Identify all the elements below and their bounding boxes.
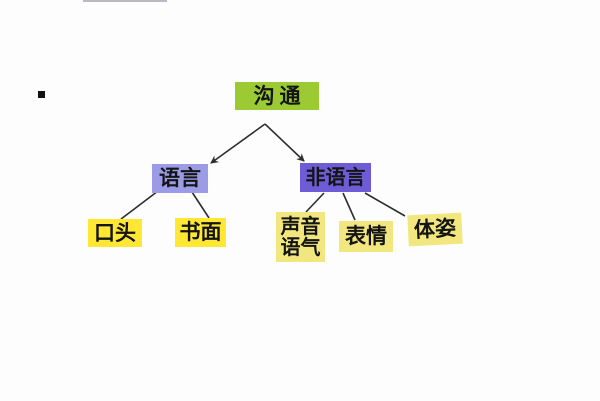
- node-biaoqing: 表情: [339, 221, 393, 252]
- edge-feiyuyan-to-tizi: [364, 192, 406, 217]
- node-koutou: 口头: [88, 219, 142, 247]
- node-feiyuyan: 非语言: [300, 163, 371, 192]
- edge-root-to-feiyuyan: [264, 123, 305, 162]
- node-yuyan-label: 语言: [159, 166, 201, 191]
- node-tizi: 体姿: [407, 212, 463, 247]
- edge-yuyan-to-shumian: [191, 191, 210, 219]
- edge-yuyan-to-koutou: [120, 190, 159, 220]
- node-tizi-label: 体姿: [413, 216, 457, 243]
- top-edge-mark: [83, 0, 167, 2]
- list-bullet: [38, 91, 45, 98]
- node-koutou-label: 口头: [94, 220, 136, 245]
- node-shengyin-yuqi: 声音 语气: [276, 212, 325, 262]
- node-goutong: 沟通: [235, 82, 319, 110]
- node-biaoqing-label: 表情: [345, 224, 387, 249]
- node-feiyuyan-label: 非语言: [305, 165, 366, 189]
- node-yuyan: 语言: [152, 164, 208, 193]
- node-shengyin-label-line2: 语气: [280, 235, 321, 259]
- node-shengyin-label-line1: 声音: [280, 214, 321, 238]
- edge-root-to-yuyan: [210, 123, 266, 164]
- node-shumian: 书面: [175, 218, 226, 247]
- edge-feiyuyan-to-biaoqing: [342, 192, 356, 221]
- node-goutong-label: 沟通: [253, 83, 306, 108]
- node-shumian-label: 书面: [179, 220, 222, 245]
- edge-feiyuyan-to-shengyin: [305, 192, 325, 213]
